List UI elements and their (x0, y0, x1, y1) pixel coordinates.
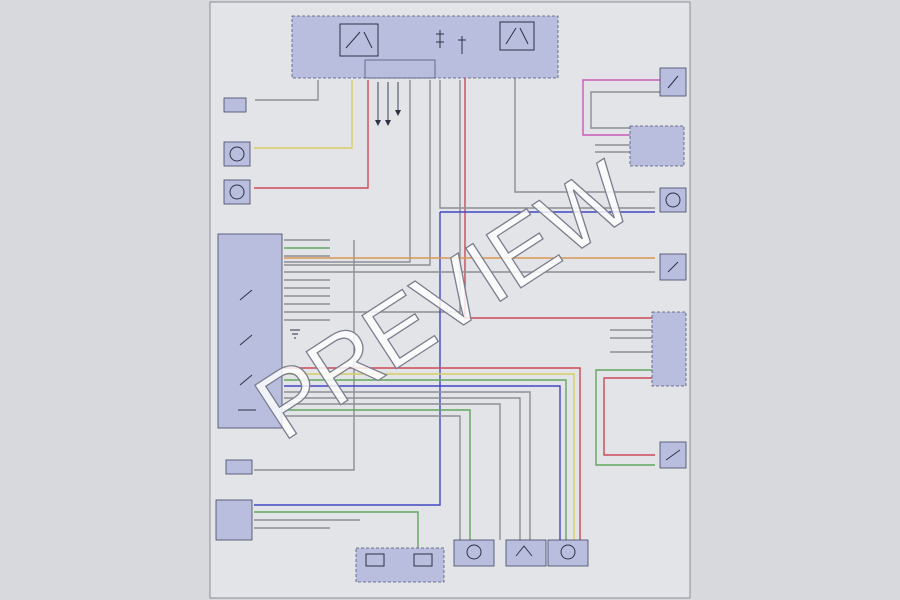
wire (284, 367, 581, 540)
sensor-icon (365, 553, 433, 567)
wire (284, 373, 575, 540)
wire (595, 369, 655, 466)
switch-icon (659, 67, 687, 97)
wire (590, 91, 660, 129)
wire (284, 379, 567, 540)
blower-motor-resistor (355, 547, 445, 583)
sensor-icon (659, 441, 687, 469)
wire (284, 415, 461, 540)
arrow-heads (375, 110, 401, 126)
instrument-cluster (629, 125, 685, 167)
wire (254, 240, 355, 471)
motor-icon (547, 539, 589, 567)
wire (284, 80, 431, 266)
ground-icon (290, 329, 300, 339)
air-conditioning-control-unit (651, 311, 687, 387)
sensor-icon (505, 539, 547, 567)
wire (603, 377, 655, 456)
wire (284, 391, 531, 540)
motor-icon (453, 539, 495, 567)
wire (284, 385, 561, 540)
wire (514, 78, 655, 193)
switch-icon (436, 30, 466, 54)
wire (439, 80, 655, 209)
switch-icon (238, 289, 256, 411)
wire (284, 80, 461, 313)
wire (284, 403, 501, 540)
motor-icon (215, 499, 253, 541)
climate-control-module (217, 233, 283, 429)
wire (254, 80, 353, 149)
wire (582, 79, 660, 136)
wire (464, 78, 655, 319)
wire (284, 409, 471, 540)
wire (284, 397, 521, 540)
sensor-component (223, 97, 247, 113)
relay-icon (499, 21, 535, 51)
wire (254, 212, 441, 506)
wire-layer (254, 78, 660, 550)
wire (254, 511, 419, 550)
motor-icon (659, 187, 687, 213)
wire (284, 80, 411, 263)
control-unit-small (225, 459, 253, 475)
diagram-sheet (209, 1, 691, 599)
sensor-icon (659, 253, 687, 281)
motor-icon (223, 179, 251, 205)
wire (255, 80, 319, 101)
motor-icon (223, 141, 251, 167)
wire (254, 80, 369, 189)
fuse-relay-sub-box (364, 59, 436, 79)
relay-icon (339, 23, 379, 57)
